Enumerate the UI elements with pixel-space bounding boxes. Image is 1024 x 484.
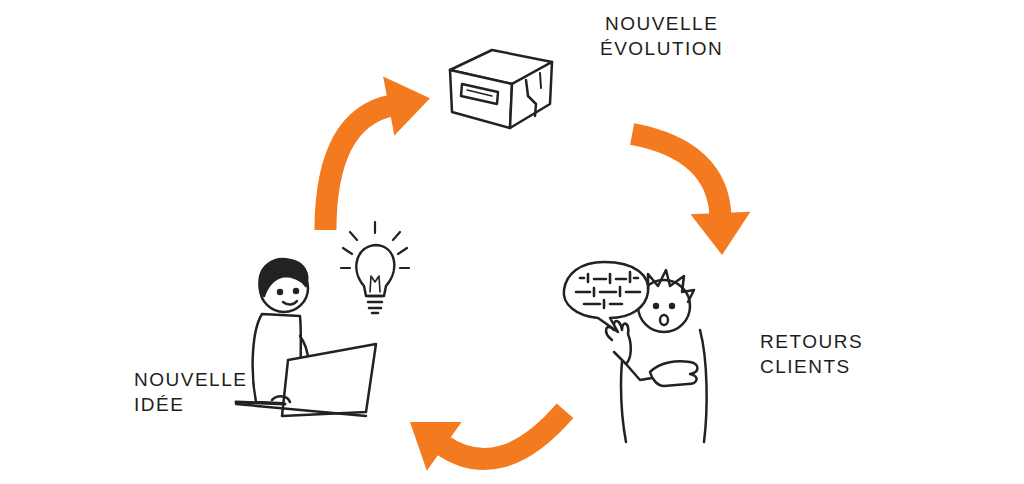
arrow-head (410, 422, 462, 471)
customer-person-part (670, 304, 674, 308)
person-laptop-part (278, 290, 282, 294)
feedback-group: RETOURS CLIENTS (565, 255, 867, 445)
light-bulb-part (356, 245, 394, 296)
person-laptop (236, 259, 376, 416)
parcel-box-part (510, 62, 552, 128)
speech-bubble (564, 262, 648, 332)
cycle-arrow (632, 134, 750, 255)
speech-bubble-part (576, 272, 640, 308)
step-label: NOUVELLE ÉVOLUTION (600, 12, 723, 61)
light-bulb-part (368, 296, 382, 313)
arrow-shaft (632, 134, 720, 217)
person-laptop-part (259, 259, 307, 296)
step-label: RETOURS CLIENTS (760, 330, 863, 379)
arrow-shaft (325, 105, 392, 230)
light-bulb-part (341, 222, 409, 268)
step-label: NOUVELLE IDÉE (134, 368, 247, 417)
idea-group: NOUVELLE IDÉE (128, 230, 410, 430)
person-laptop-part (282, 344, 376, 416)
arrow-shaft (441, 411, 565, 459)
cycle-arrow (410, 411, 565, 471)
parcel-box (450, 50, 552, 128)
person-laptop-part (236, 404, 366, 416)
cycle-arrow (325, 77, 430, 230)
customer-person-part (660, 315, 668, 325)
person-laptop-part (283, 301, 297, 305)
customer-person-part (650, 361, 698, 386)
parcel-box-part (461, 84, 498, 104)
arrow-head (383, 77, 430, 136)
illustration-part (236, 50, 707, 442)
customer-person-part (626, 364, 652, 380)
customer-person-part (621, 330, 707, 442)
parcel-box-part (450, 70, 512, 128)
customer-person-part (654, 304, 658, 308)
light-bulb-part (370, 276, 380, 292)
parcel-box-part (467, 90, 492, 96)
person-laptop-part (294, 289, 298, 293)
parcel-box-part (526, 80, 536, 116)
person-laptop-part (272, 396, 290, 402)
speech-bubble-part (564, 262, 648, 332)
parcel-box-part (540, 73, 541, 88)
arrow-head (690, 212, 750, 255)
evolution-group: NOUVELLE ÉVOLUTION (430, 6, 727, 134)
light-bulb (341, 222, 409, 313)
